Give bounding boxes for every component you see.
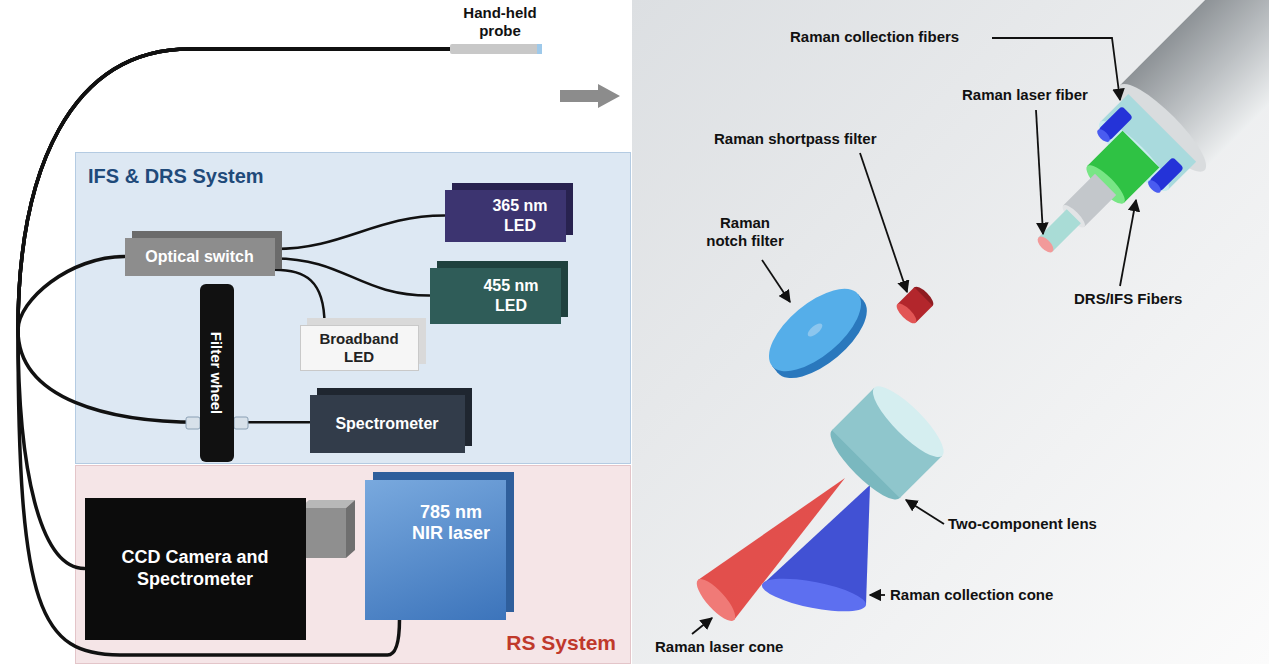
part-label: Raman laser cone [655, 638, 783, 656]
led-box: Broadband LED [300, 325, 419, 371]
part-label: Two-component lens [948, 515, 1097, 533]
led-box: 365 nm LED [445, 190, 566, 242]
box-label: CCD Camera and Spectrometer [101, 547, 290, 590]
part-label: Raman laser fiber [962, 86, 1088, 104]
system-panel: IFS & DRS SystemOptical switch 365 nm LED… [75, 152, 631, 464]
notch-filter [755, 274, 880, 393]
system-panel: RS System CCD Camera and Spectrometer 785 … [75, 465, 631, 664]
spectrometer-housing [300, 508, 346, 558]
fiber-cable [18, 49, 450, 330]
fiber-connector [186, 417, 200, 429]
spectrometer-housing-side [346, 500, 355, 558]
shortpass-filter [894, 284, 936, 326]
laser-box: 785 nm NIR laser [365, 480, 506, 620]
box-label: 365 nm LED [483, 196, 558, 234]
panel-title: RS System [506, 631, 616, 655]
part-label: Raman collection fibers [790, 28, 959, 46]
camera-box: CCD Camera and Spectrometer [85, 498, 306, 640]
led-box: 455 nm LED [430, 268, 561, 324]
probe-head: Hand-held probe [450, 4, 550, 54]
fiber-cable [18, 49, 450, 569]
part-label: Raman collection cone [890, 586, 1053, 604]
box-label: Optical switch [145, 247, 253, 266]
box-label: 785 nm NIR laser [405, 502, 498, 545]
two-component-lens [822, 378, 952, 508]
spectrometer-housing-top [300, 500, 355, 508]
part-label: Raman shortpass filter [714, 130, 877, 148]
part-label: Raman notch filter [700, 214, 790, 250]
filter-wheel: Filter wheel [200, 284, 234, 462]
fiber-cable [18, 49, 450, 422]
part-label: DRS/IFS Fibers [1074, 290, 1182, 308]
fiber-connector [234, 417, 248, 429]
zoom-arrow [560, 84, 620, 108]
box-label: Filter wheel [208, 331, 226, 414]
switch-box: Optical switch [125, 238, 275, 276]
probe-tip [537, 44, 542, 54]
probe-body [1000, 0, 1269, 290]
fiber-cable [18, 49, 450, 655]
panel-title: IFS & DRS System [88, 165, 618, 188]
fiber-cable [275, 270, 325, 325]
box-label: Spectrometer [335, 414, 438, 433]
probe-shaft [450, 44, 542, 54]
leader-lines [692, 38, 1136, 634]
box-label: 455 nm LED [470, 276, 553, 314]
spectrometer-box: Spectrometer [310, 395, 465, 453]
fiber-cable [275, 258, 430, 295]
box-label: Broadband LED [309, 330, 410, 366]
fiber-cable [275, 216, 445, 249]
box-label: Hand-held probe [450, 4, 550, 40]
light-cones [691, 478, 870, 626]
